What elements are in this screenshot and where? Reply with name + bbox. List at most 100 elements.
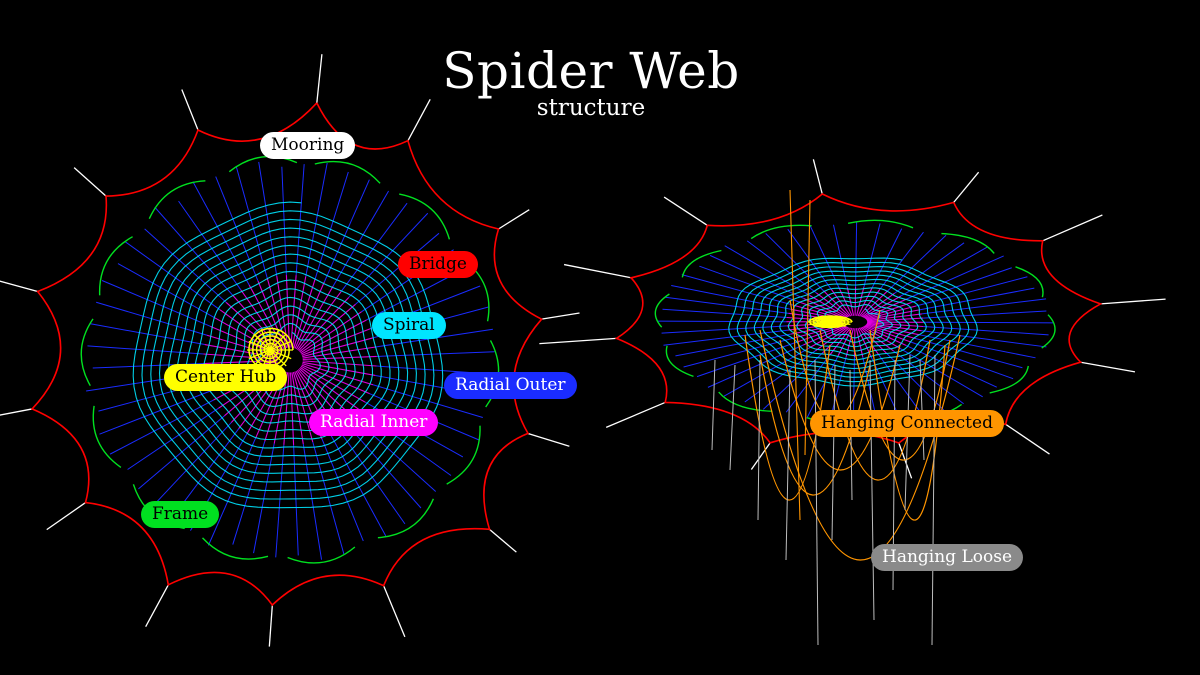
radial-inner-thread xyxy=(273,372,289,444)
mooring-thread xyxy=(1100,298,1166,305)
radial-inner-thread xyxy=(866,323,922,332)
radial-inner-thread xyxy=(283,372,290,445)
mooring-thread xyxy=(145,584,169,627)
frame-thread xyxy=(98,236,133,296)
hanging-loose-thread xyxy=(869,359,875,621)
radial-inner-thread xyxy=(257,280,286,349)
mooring-thread xyxy=(563,263,632,279)
radial-inner-thread xyxy=(302,361,376,377)
bridge-thread xyxy=(30,102,543,607)
mooring-thread xyxy=(383,585,406,638)
frame-thread xyxy=(847,219,914,229)
center-hub-thread xyxy=(248,349,271,360)
radial-outer-thread xyxy=(101,280,211,327)
radial-outer-thread xyxy=(293,444,299,556)
radial-outer-thread xyxy=(321,438,364,542)
radial-outer-thread xyxy=(314,171,349,279)
radial-outer-thread xyxy=(919,287,1035,311)
radial-outer-thread xyxy=(332,190,390,287)
frame-thread xyxy=(148,180,206,219)
radial-outer-thread xyxy=(178,200,242,291)
radial-outer-thread xyxy=(207,437,257,546)
label-radial-inner: Radial Inner xyxy=(309,409,439,436)
label-center-hub: Center Hub xyxy=(164,364,288,391)
radial-outer-thread xyxy=(87,345,204,355)
mooring-thread xyxy=(1005,423,1050,455)
center-hub-thread xyxy=(829,321,839,329)
label-hanging-connected: Hanging Connected xyxy=(810,410,1004,437)
radial-outer-thread xyxy=(746,240,817,294)
radial-inner-thread xyxy=(298,297,350,352)
radial-outer-thread xyxy=(675,333,791,357)
radial-outer-thread xyxy=(372,384,483,418)
radial-outer-thread xyxy=(900,246,988,297)
label-frame: Frame xyxy=(141,501,220,528)
label-mooring: Mooring xyxy=(260,132,356,159)
radial-outer-thread xyxy=(232,441,266,545)
radial-inner-thread xyxy=(803,325,846,346)
radial-inner-thread xyxy=(291,372,304,445)
radial-outer-thread xyxy=(832,224,848,288)
spiral-threads xyxy=(728,257,978,387)
radial-inner-thread xyxy=(855,328,864,357)
frame-thread xyxy=(1015,266,1044,298)
mooring-thread xyxy=(498,209,530,230)
radial-outer-thread xyxy=(852,356,855,420)
bridge-threads xyxy=(30,102,543,607)
mooring-thread xyxy=(527,432,570,447)
center-hub-thread xyxy=(821,315,831,323)
frame-thread xyxy=(377,498,435,539)
radial-inner-thread xyxy=(859,289,881,317)
radial-outer-thread xyxy=(305,162,328,277)
radial-outer-thread xyxy=(355,232,440,305)
radial-inner-thread xyxy=(865,305,917,320)
frame-thread xyxy=(654,293,670,328)
mooring-thread xyxy=(181,89,199,131)
center-hub-thread xyxy=(269,328,280,351)
radial-inner-thread xyxy=(857,327,872,357)
radial-outer-thread xyxy=(709,254,805,300)
radial-outer-thread xyxy=(785,354,831,413)
radial-inner-thread xyxy=(809,295,848,318)
frame-thread xyxy=(446,425,481,485)
frame-thread xyxy=(314,160,381,184)
radial-outer-thread xyxy=(863,223,881,288)
frame-thread xyxy=(228,155,298,173)
radial-outer-thread xyxy=(894,242,965,294)
radial-outer-thread xyxy=(683,337,795,368)
mooring-thread xyxy=(541,312,580,320)
radial-inner-thread xyxy=(285,275,291,348)
radial-outer-thread xyxy=(923,321,1054,324)
mooring-thread xyxy=(750,442,771,470)
hanging-loose-thread xyxy=(931,354,936,646)
bridge-thread xyxy=(614,193,1103,444)
radial-inner-thread xyxy=(293,278,316,349)
radial-outer-thread xyxy=(921,298,1047,315)
radial-inner-thread xyxy=(866,323,920,336)
radial-outer-thread xyxy=(663,329,789,346)
mooring-thread xyxy=(539,337,617,345)
frame-thread xyxy=(399,193,451,240)
center-hub-thread xyxy=(269,349,292,360)
radial-outer-thread xyxy=(235,166,268,279)
radial-inner-thread xyxy=(302,337,374,358)
radial-inner-thread xyxy=(822,327,850,354)
center-hub-thread xyxy=(269,333,287,351)
spiral-thread xyxy=(132,201,444,509)
radial-outer-thread xyxy=(923,310,1047,319)
radial-outer-thread xyxy=(281,166,287,276)
radial-outer-thread xyxy=(215,176,259,282)
bridge-threads xyxy=(614,193,1103,444)
radial-outer-thread xyxy=(765,233,824,292)
radial-outer-thread xyxy=(915,338,1023,369)
label-radial-outer: Radial Outer xyxy=(444,372,577,399)
hanging-connected-thread xyxy=(804,199,811,456)
hanging-loose-thread xyxy=(729,364,736,471)
hanging-loose-thread xyxy=(757,359,761,521)
center-hub-thread xyxy=(260,328,271,351)
radial-outer-thread xyxy=(127,407,219,470)
radial-outer-thread xyxy=(138,415,225,490)
radial-inner-thread xyxy=(866,309,920,321)
radial-inner-thread xyxy=(863,325,907,346)
mooring-threads xyxy=(539,159,1166,479)
